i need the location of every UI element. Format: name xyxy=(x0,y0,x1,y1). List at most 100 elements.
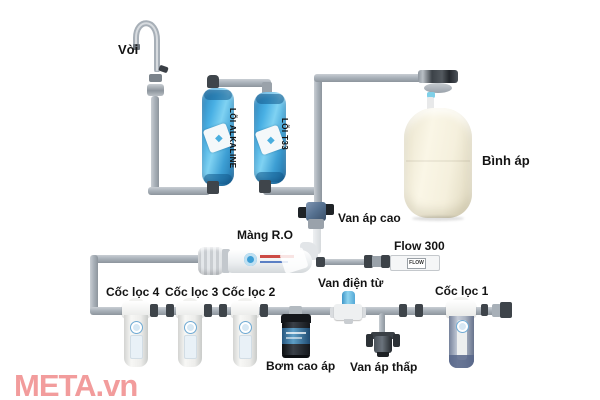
pipe-top-to-tank xyxy=(314,74,424,82)
tube-fitting xyxy=(219,304,227,317)
low-pressure-valve-label: Van áp thấp xyxy=(350,360,418,374)
faucet xyxy=(133,20,160,72)
inline-filter-alkaline: ◆ xyxy=(202,88,234,186)
lp-flange xyxy=(371,332,395,339)
membrane-logo-circle xyxy=(244,253,257,266)
alkaline-filter-label: LÕI ALKALINE xyxy=(228,108,237,169)
pipe-membrane-left xyxy=(92,255,204,263)
filter-cap-top xyxy=(204,90,232,100)
membrane-collar xyxy=(222,249,230,273)
filter-cap-top xyxy=(256,94,284,104)
low-pressure-switch xyxy=(366,330,400,357)
housing3-logo xyxy=(184,321,197,334)
lp-base xyxy=(377,352,389,357)
pipe-membrane-to-flow xyxy=(318,259,394,265)
high-pressure-valve xyxy=(296,200,336,230)
valve-lower xyxy=(308,219,324,229)
pipe-lowpressure-stem xyxy=(379,313,385,335)
pipe-main-vertical xyxy=(314,76,322,206)
housing2-logo xyxy=(239,321,252,334)
high-pressure-pump xyxy=(281,314,311,358)
tank-valve-blue-fitting xyxy=(427,92,435,98)
lp-knob-left xyxy=(366,334,373,347)
check-valve-right xyxy=(381,255,390,268)
tube-fitting xyxy=(415,304,423,317)
valve-nut-left xyxy=(298,207,308,218)
end-fitting xyxy=(500,302,512,318)
filter-cap-bottom xyxy=(256,172,284,182)
pipe-t33-to-main xyxy=(263,187,320,195)
pump-label-band xyxy=(282,328,310,344)
t33-bottom-elbow xyxy=(259,180,271,193)
flow-device-text: FLOW xyxy=(407,258,426,269)
solenoid-nub xyxy=(344,319,353,324)
solenoid-wing-left xyxy=(330,307,336,318)
flow-restrictor-label: Flow 300 xyxy=(394,239,445,253)
housing4-panel xyxy=(130,335,143,359)
tube-fitting xyxy=(399,304,407,317)
housing2-cap xyxy=(231,301,259,317)
alkaline-bottom-elbow xyxy=(207,181,219,194)
tank-seam xyxy=(406,160,470,162)
pump-band-line xyxy=(286,337,302,339)
pipe-valve-to-membrane xyxy=(313,226,321,254)
inline-filter-t33: ◆ xyxy=(254,92,286,184)
membrane-red-line xyxy=(260,255,294,258)
housing4-logo xyxy=(130,321,143,334)
t33-filter-label: LÕI T33 xyxy=(280,118,289,151)
lp-body xyxy=(374,336,392,353)
tube-fitting xyxy=(150,304,158,317)
pump-label: Bơm cao áp xyxy=(266,359,336,373)
pipe-alkaline-to-t33-top xyxy=(213,79,271,87)
high-pressure-valve-label: Van áp cao xyxy=(338,211,401,225)
watermark: META.vn xyxy=(14,368,138,400)
lp-knob-right xyxy=(393,334,400,347)
valve-body xyxy=(306,202,326,221)
tube-fitting xyxy=(166,304,174,317)
solenoid-body xyxy=(334,304,362,320)
t33-top-fitting xyxy=(262,82,272,94)
solenoid-wing-right xyxy=(360,307,366,318)
pipe-left-down xyxy=(90,255,98,313)
ro-membrane-label: Màng R.O xyxy=(237,228,293,242)
solenoid-valve-label: Van điện từ xyxy=(318,276,384,290)
tank-valve-barrel xyxy=(418,70,458,83)
housing2-panel xyxy=(239,335,252,359)
tube-fitting xyxy=(481,304,488,316)
faucet-base-nut xyxy=(147,84,164,96)
solenoid-coil xyxy=(342,291,355,306)
housing1-logo xyxy=(456,320,469,333)
tube-fitting xyxy=(260,304,268,317)
faucet-collar xyxy=(149,74,162,82)
end-fitting-collar xyxy=(492,304,501,317)
housing1-cartridge xyxy=(457,320,467,360)
ro-membrane xyxy=(198,246,314,275)
check-valve-mid xyxy=(372,256,382,267)
faucet-label: Vòi xyxy=(118,42,139,57)
filter-cup-2-label: Cốc lọc 2 xyxy=(222,285,276,299)
pressure-tank xyxy=(404,108,472,218)
check-valve-left xyxy=(364,255,373,268)
pump-top-cap xyxy=(281,314,311,323)
filter-cup-1-label: Cốc lọc 1 xyxy=(435,284,489,298)
filter-cup-3-label: Cốc lọc 3 xyxy=(165,285,219,299)
filter-stripe-diamond: ◆ xyxy=(215,133,223,144)
filter-cup-4-label: Cốc lọc 4 xyxy=(106,285,160,299)
membrane-out-fitting xyxy=(316,257,325,267)
valve-nut-right xyxy=(324,204,334,215)
housing3-cap xyxy=(176,301,204,317)
tank-shadow xyxy=(412,216,464,221)
tank-stem xyxy=(427,97,434,111)
membrane-blue-line xyxy=(260,261,288,263)
membrane-end-cap xyxy=(198,247,224,275)
flow-restrictor: FLOW xyxy=(390,255,440,271)
pump-bottom xyxy=(282,355,310,358)
tank-valve-flange xyxy=(424,83,452,93)
pressure-tank-label: Bình áp xyxy=(482,153,530,168)
filter-cap-bottom xyxy=(204,174,232,184)
housing1-cap xyxy=(446,300,476,317)
pipe-faucet-to-alkaline xyxy=(148,187,210,195)
check-valve xyxy=(364,255,390,268)
solenoid-valve xyxy=(330,291,366,325)
